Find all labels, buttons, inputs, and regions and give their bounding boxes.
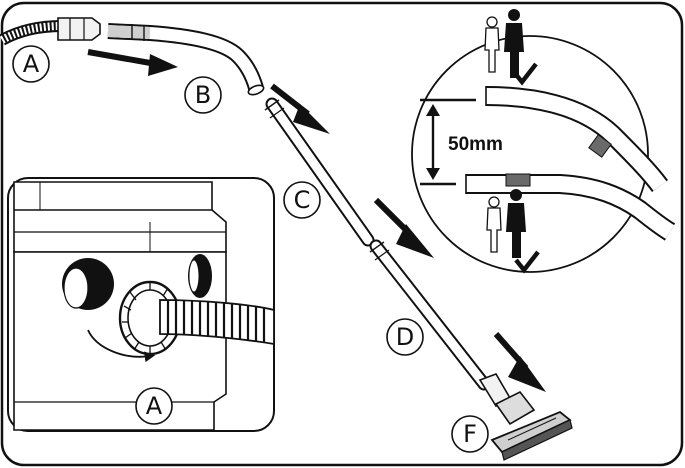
straight-tube-lower [369,239,491,391]
check-icon [514,250,540,274]
svg-text:D: D [396,323,414,351]
label-f-floor-tool: F [451,415,489,453]
vacuum-inlet-inset [7,177,275,432]
arrow-icon [493,332,546,392]
label-b-bent-tube: B [184,76,222,114]
svg-text:A: A [146,392,163,420]
person-silhouette-icon [484,9,524,78]
hose-end [0,17,101,46]
height-detail [411,35,676,273]
arrow-icon [87,49,178,76]
direction-arrows [87,49,546,392]
person-silhouette-icon [486,189,526,258]
svg-text:C: C [294,186,311,214]
label-a-inlet: A [135,387,173,425]
label-d-tube-lower: D [386,318,424,356]
svg-text:F: F [463,420,477,448]
floor-tool [478,373,573,461]
check-icon [512,62,538,86]
height-measurement: 50mm [448,134,503,155]
bent-tube [107,23,265,96]
straight-tube-upper [264,97,375,247]
arrow-icon [270,83,330,134]
arrow-icon [373,197,434,258]
label-a-hose: A [12,45,50,83]
svg-text:B: B [195,81,211,109]
label-c-tube-upper: C [283,181,321,219]
svg-text:A: A [23,50,40,78]
